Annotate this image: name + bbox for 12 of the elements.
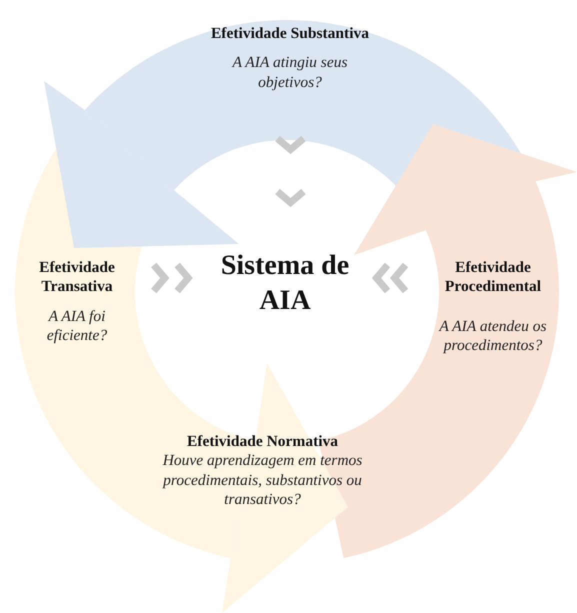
center-title: Sistema de AIA xyxy=(220,249,350,318)
heading: Efetividade Procedimental xyxy=(444,258,542,297)
heading: Efetividade Normativa xyxy=(186,432,340,452)
heading: Efetividade Substantiva xyxy=(210,24,370,44)
double-chevron-arrow xyxy=(372,262,409,294)
double-chevron-arrow xyxy=(150,262,193,294)
question: Houve aprendizagem em termos procedimentais, substantivos ou transativos? xyxy=(161,451,364,510)
double-chevron-arrow xyxy=(274,135,307,208)
question: A AIA atingiu seus objetivos? xyxy=(230,53,348,92)
heading: Efetividade Transativa xyxy=(38,258,116,297)
question: A AIA atendeu os procedimentos? xyxy=(438,316,548,356)
question: A AIA foi eficiente? xyxy=(46,306,108,346)
